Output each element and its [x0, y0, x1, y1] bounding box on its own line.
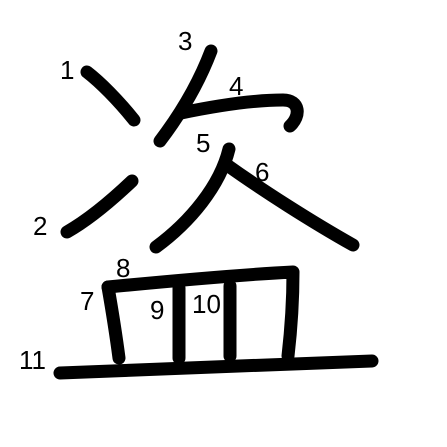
stroke-7 — [101, 280, 126, 365]
stroke-3 — [153, 44, 218, 148]
stroke-4 — [174, 93, 304, 133]
stroke-number-1: 1 — [60, 55, 74, 85]
stroke-number-3: 3 — [178, 26, 192, 56]
stroke-number-8: 8 — [116, 253, 130, 283]
stroke-number-4: 4 — [229, 71, 243, 101]
stroke-number-10: 10 — [192, 289, 221, 319]
stroke-6 — [220, 158, 360, 252]
stroke-number-9: 9 — [150, 295, 164, 325]
stroke-number-5: 5 — [196, 128, 210, 158]
stroke-5 — [149, 142, 236, 254]
stroke-number-2: 2 — [33, 211, 47, 241]
stroke-2 — [60, 174, 139, 239]
stroke-11 — [53, 354, 379, 380]
stroke-number-6: 6 — [255, 157, 269, 187]
stroke-number-7: 7 — [80, 286, 94, 316]
stroke-number-11: 11 — [19, 345, 46, 375]
stroke-1 — [80, 65, 141, 127]
stroke-8 — [101, 265, 300, 363]
